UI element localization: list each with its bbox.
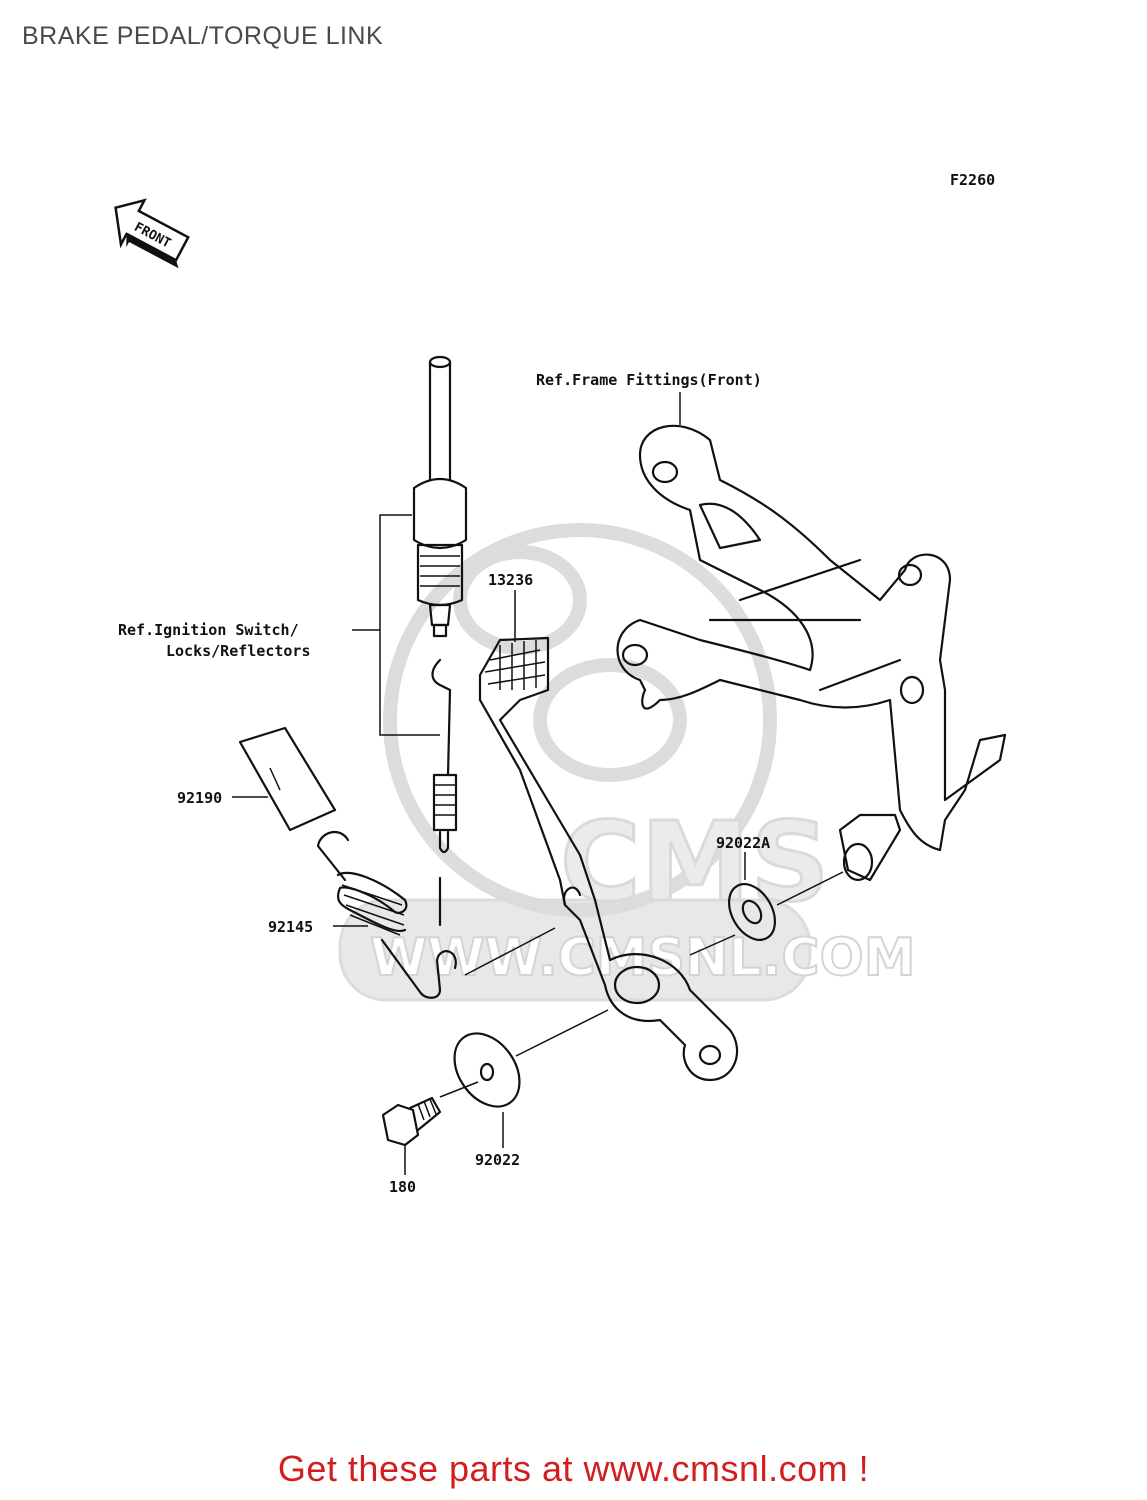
watermark-url: WWW.CMSNL.COM [370, 928, 915, 988]
diagram-title: BRAKE PEDAL/TORQUE LINK [22, 22, 384, 50]
bolt-180 [381, 1096, 442, 1147]
part-13236: 13236 [488, 571, 533, 589]
washer-92022 [453, 1032, 521, 1108]
frame-fittings-ref: Ref.Frame Fittings(Front) [536, 371, 762, 389]
ignition-ref-line2: Locks/Reflectors [166, 642, 311, 660]
part-92022A: 92022A [716, 834, 770, 852]
ignition-ref-bracket [352, 514, 440, 736]
brake-light-switch [412, 355, 468, 638]
part-92190: 92190 [177, 789, 222, 807]
front-arrow-icon: FRONT [114, 198, 190, 269]
figure-code: F2260 [950, 171, 995, 189]
brake-pedal [478, 636, 739, 1082]
promo-banner[interactable]: Get these parts at www.cmsnl.com ! [277, 1448, 870, 1489]
cover-92190 [238, 726, 337, 832]
frame-fittings [616, 424, 1007, 882]
ignition-ref-line1: Ref.Ignition Switch/ [118, 621, 299, 639]
watermark: CMS WWW.CMSNL.COM [338, 523, 916, 1002]
part-92145: 92145 [268, 918, 313, 936]
washer-92022a [727, 883, 777, 941]
part-180: 180 [389, 1178, 416, 1196]
switch-spring [431, 658, 458, 927]
return-spring-92145 [316, 830, 457, 999]
watermark-logo: CMS [560, 798, 829, 926]
assembly-lines [439, 871, 844, 1098]
part-92022: 92022 [475, 1151, 520, 1169]
